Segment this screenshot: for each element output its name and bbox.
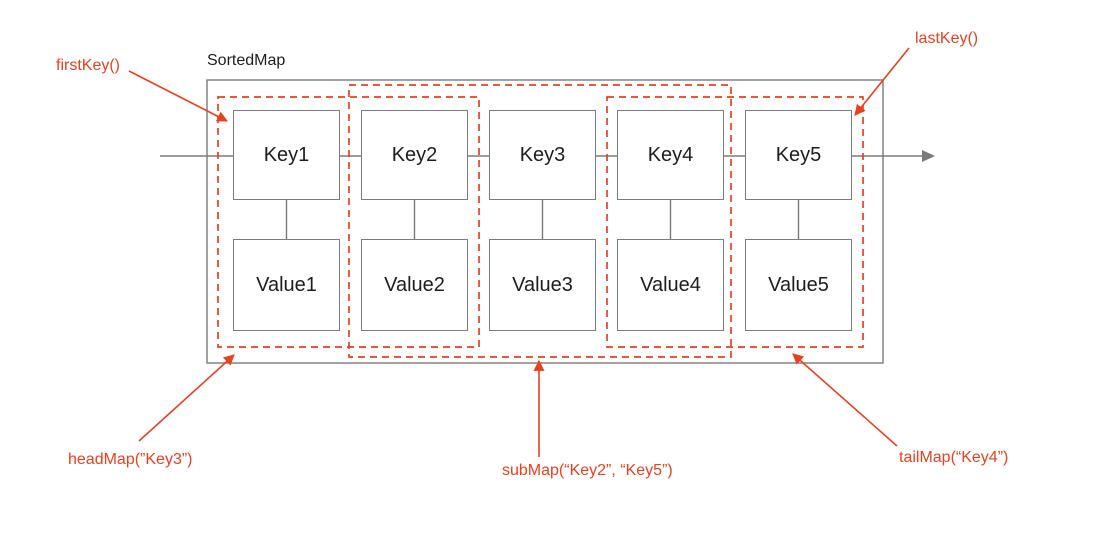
submap-label: subMap(“Key2”, “Key5”) [502, 462, 673, 479]
value-box-2: Value2 [361, 239, 468, 331]
right-arrowhead-icon [922, 150, 935, 162]
key-box-5: Key5 [745, 110, 852, 200]
lastkey-arrow [854, 47, 910, 116]
diagram-title: SortedMap [207, 52, 286, 69]
key-box-4: Key4 [617, 110, 724, 200]
value-box-1: Value1 [233, 239, 340, 331]
tailmap-label: tailMap(“Key4”) [899, 449, 1009, 466]
key-box-1: Key1 [233, 110, 340, 200]
value-box-4: Value4 [617, 239, 724, 331]
value-box-5: Value5 [745, 239, 852, 331]
key-box-2: Key2 [361, 110, 468, 200]
tailmap-arrow [792, 353, 898, 447]
firstkey-label: firstKey() [56, 57, 120, 74]
headmap-label: headMap(”Key3”) [68, 451, 193, 468]
key-box-3: Key3 [489, 110, 596, 200]
firstkey-arrow [128, 70, 228, 122]
headmap-arrow [138, 354, 235, 442]
lastkey-label: lastKey() [915, 30, 979, 47]
value-box-3: Value3 [489, 239, 596, 331]
